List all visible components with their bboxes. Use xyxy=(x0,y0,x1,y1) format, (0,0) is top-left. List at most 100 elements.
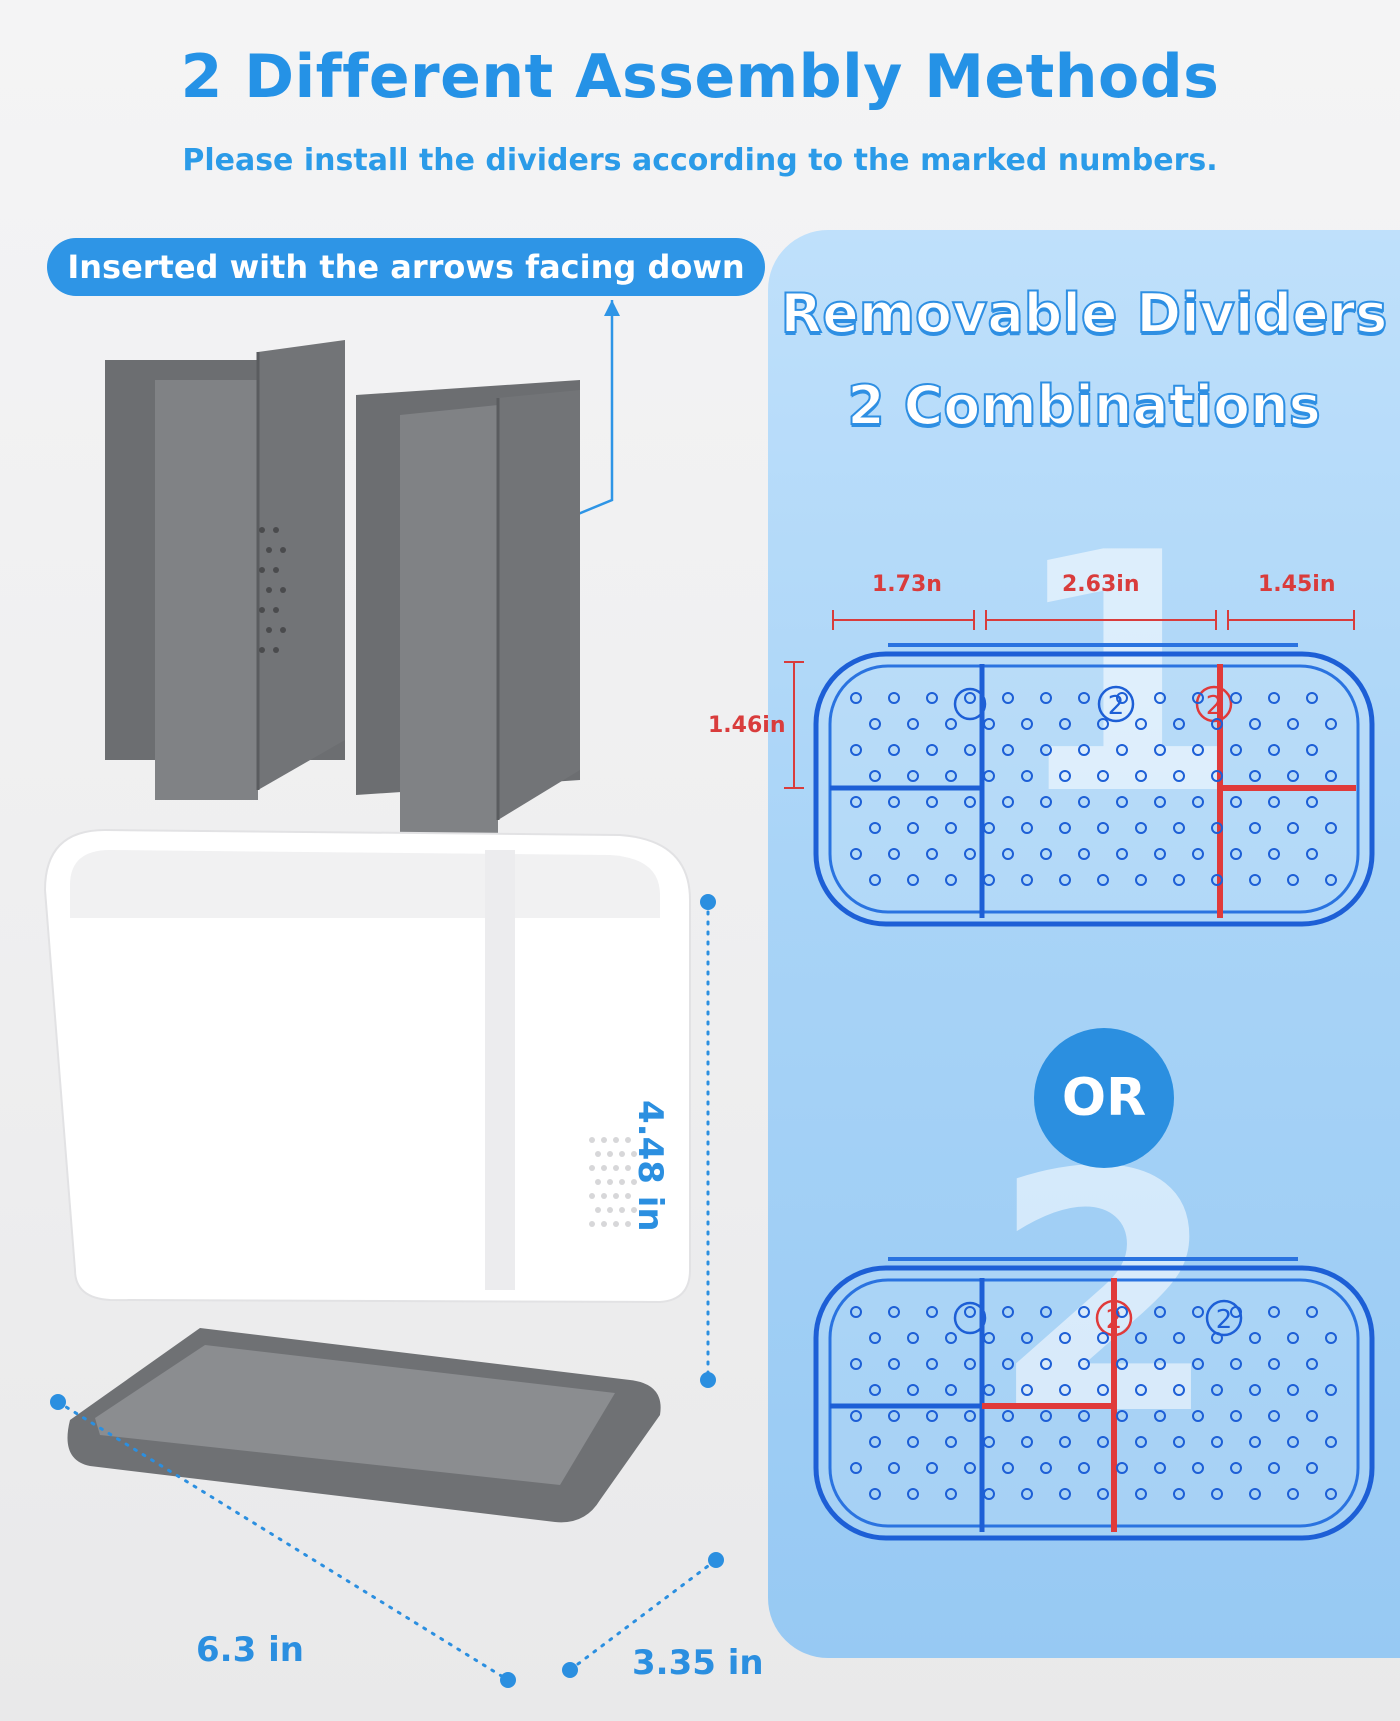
hole-dot xyxy=(1021,1384,1033,1396)
hole-dot xyxy=(907,1436,919,1448)
hole-dot xyxy=(625,1193,631,1199)
hole-dot xyxy=(1059,770,1071,782)
hole-dot xyxy=(945,1384,957,1396)
hole-dot xyxy=(1211,1384,1223,1396)
hole-dot xyxy=(1135,1384,1147,1396)
hole-dot xyxy=(907,1384,919,1396)
hole-dot xyxy=(1173,1436,1185,1448)
hole-dot xyxy=(266,547,272,553)
hole-dot xyxy=(1287,1488,1299,1500)
hole-dot xyxy=(1059,718,1071,730)
hole-dot xyxy=(945,1436,957,1448)
hole-dot xyxy=(907,1332,919,1344)
caddy-body xyxy=(43,828,691,1304)
hole-dot xyxy=(888,744,900,756)
hole-dot xyxy=(266,627,272,633)
hole-dot xyxy=(1287,1332,1299,1344)
hole-dot xyxy=(983,1488,995,1500)
width-label: 3.35 in xyxy=(632,1643,764,1683)
hole-dot xyxy=(983,770,995,782)
hole-dot xyxy=(850,692,862,704)
hole-dot xyxy=(589,1137,595,1143)
hole-dot xyxy=(945,874,957,886)
hole-dot xyxy=(1078,796,1090,808)
hole-dot xyxy=(850,848,862,860)
hole-dot xyxy=(1097,770,1109,782)
hole-dot xyxy=(1078,692,1090,704)
hole-dot xyxy=(983,822,995,834)
hole-dot xyxy=(1097,1332,1109,1344)
hole-dot xyxy=(1192,744,1204,756)
hole-dot xyxy=(601,1193,607,1199)
hole-dot xyxy=(1287,718,1299,730)
hole-dot xyxy=(1249,1488,1261,1500)
hole-dot xyxy=(964,1410,976,1422)
length-label: 6.3 in xyxy=(196,1630,304,1670)
hole-dot xyxy=(625,1165,631,1171)
hole-dot xyxy=(1135,822,1147,834)
hole-dot xyxy=(907,770,919,782)
hole-dot xyxy=(1287,1384,1299,1396)
or-badge: OR xyxy=(1034,1028,1174,1168)
hole-dot xyxy=(266,587,272,593)
hole-dot xyxy=(907,874,919,886)
hole-dot xyxy=(1287,1436,1299,1448)
hole-dot xyxy=(1306,1306,1318,1318)
hole-dot xyxy=(1097,874,1109,886)
hole-dot xyxy=(1249,874,1261,886)
hole-dot xyxy=(1154,796,1166,808)
hole-dot xyxy=(1230,692,1242,704)
hole-dot xyxy=(850,1358,862,1370)
hole-dot xyxy=(1116,1410,1128,1422)
hole-dot xyxy=(613,1193,619,1199)
hole-dot xyxy=(1173,874,1185,886)
hole-dot xyxy=(1268,796,1280,808)
divider-piece-2 xyxy=(356,380,580,845)
hole-dot xyxy=(613,1165,619,1171)
hole-dot xyxy=(1154,1306,1166,1318)
hole-dot xyxy=(1116,848,1128,860)
dim-height: 1.46in xyxy=(708,713,786,738)
hole-dot xyxy=(1268,1306,1280,1318)
hole-dot xyxy=(1078,1306,1090,1318)
hole-dot xyxy=(1268,1410,1280,1422)
hole-dot xyxy=(869,874,881,886)
hole-dot xyxy=(926,1410,938,1422)
hole-dot xyxy=(1002,848,1014,860)
hole-dot xyxy=(601,1137,607,1143)
hole-dot xyxy=(926,692,938,704)
hole-dot xyxy=(983,1436,995,1448)
page-subtitle: Please install the dividers according to… xyxy=(182,143,1218,178)
hole-dot xyxy=(1192,692,1204,704)
page-title: 2 Different Assembly Methods xyxy=(180,42,1220,112)
hole-dot xyxy=(280,547,286,553)
hole-dot xyxy=(1325,718,1337,730)
hole-dot xyxy=(1268,1358,1280,1370)
hole-dot xyxy=(625,1221,631,1227)
hole-dot xyxy=(1135,1488,1147,1500)
tray-option-1-diagram: 2 2 xyxy=(784,610,1375,927)
hole-dot xyxy=(1154,1462,1166,1474)
hole-dot xyxy=(1059,874,1071,886)
hole-dot xyxy=(1078,744,1090,756)
hole-dot xyxy=(964,692,976,704)
hole-dot xyxy=(945,822,957,834)
hole-dot xyxy=(926,1358,938,1370)
hole-dot xyxy=(907,822,919,834)
hole-dot xyxy=(1249,1332,1261,1344)
hole-dot xyxy=(1135,1436,1147,1448)
hole-dot xyxy=(1040,1306,1052,1318)
slot-marker-1a: 2 xyxy=(1108,691,1125,721)
hole-dot xyxy=(1021,770,1033,782)
hole-dot xyxy=(964,848,976,860)
hole-dot xyxy=(1230,848,1242,860)
hole-dot xyxy=(1325,1488,1337,1500)
hole-dot xyxy=(619,1151,625,1157)
hole-dot xyxy=(888,1306,900,1318)
hole-dot xyxy=(625,1137,631,1143)
hole-dot xyxy=(869,770,881,782)
dim-right-width: 1.45in xyxy=(1258,572,1336,597)
hole-dot xyxy=(1002,1358,1014,1370)
hole-dot xyxy=(945,1332,957,1344)
hole-dot xyxy=(1306,1410,1318,1422)
